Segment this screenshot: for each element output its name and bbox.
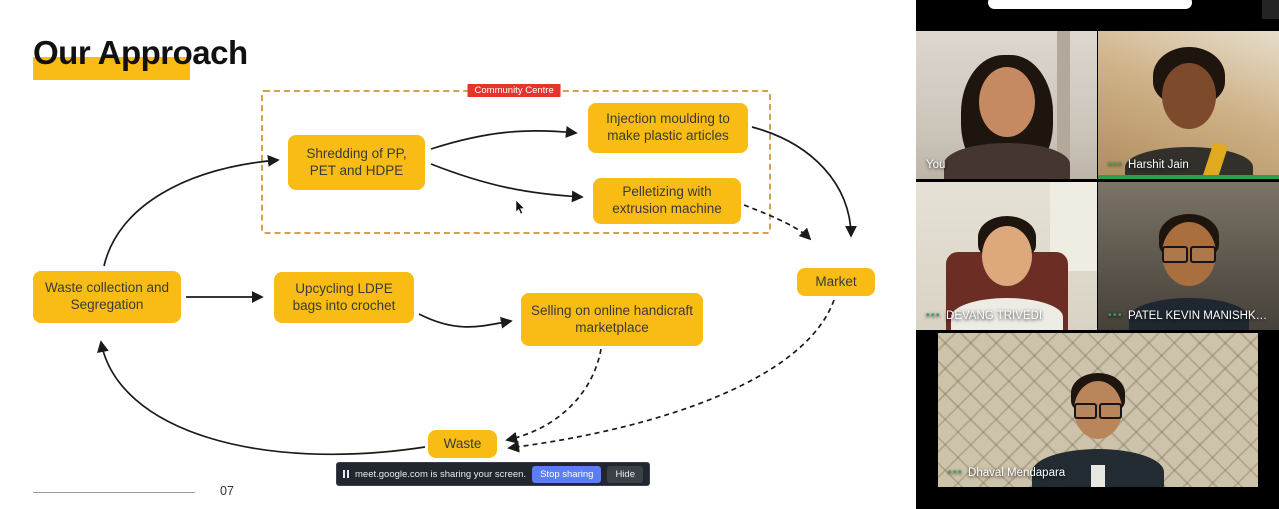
slide-title: Our Approach (33, 34, 248, 71)
participant-video (1098, 31, 1279, 179)
participant-name-tag: ••• Harshit Jain (1108, 159, 1189, 171)
footer-divider-line (33, 492, 195, 493)
community-centre-label: Community Centre (467, 84, 561, 97)
node-injection-moulding: Injection moulding to make plastic artic… (588, 103, 748, 153)
participant-name-tag: ••• Dhaval Mendapara (948, 467, 1065, 479)
node-selling-marketplace: Selling on online handicraft marketplace (521, 293, 703, 346)
video-tile-harshit-jain[interactable]: ••• Harshit Jain (1098, 31, 1279, 179)
participant-name: Harshit Jain (1128, 159, 1189, 171)
glasses (1074, 403, 1122, 419)
video-tile-dhaval-mendapara[interactable]: ••• Dhaval Mendapara (938, 333, 1258, 487)
video-tile-devang-trivedi[interactable]: ••• DEVANG TRIVEDI (916, 182, 1097, 330)
video-tile-patel-kevin[interactable]: ••• PATEL KEVIN MANISHK… (1098, 182, 1279, 330)
node-waste: Waste (428, 430, 497, 458)
node-upcycling: Upcycling LDPE bags into crochet (274, 272, 414, 323)
participant-name: You (926, 159, 946, 171)
participant-name: DEVANG TRIVEDI (946, 310, 1043, 322)
participant-video (938, 333, 1258, 487)
panel-corner-widget (1262, 0, 1279, 19)
node-waste-collection: Waste collection and Segregation (33, 271, 181, 323)
participant-name: Dhaval Mendapara (968, 467, 1066, 479)
participant-name-tag: ••• DEVANG TRIVEDI (926, 310, 1042, 322)
stop-sharing-button[interactable]: Stop sharing (532, 465, 602, 483)
screen-sharing-bar: meet.google.com is sharing your screen. … (336, 462, 650, 486)
sharing-message: meet.google.com is sharing your screen. (355, 468, 527, 480)
pause-icon (343, 470, 345, 478)
participant-name-tag: You (926, 159, 945, 171)
audio-indicator-icon: ••• (948, 467, 964, 478)
participants-panel: You ••• Harshit Jain ••• (916, 0, 1279, 509)
node-shredding: Shredding of PP, PET and HDPE (288, 135, 425, 190)
audio-indicator-icon: ••• (1108, 159, 1124, 170)
page-number: 07 (220, 484, 234, 498)
hide-button[interactable]: Hide (607, 465, 643, 483)
node-pelletizing: Pelletizing with extrusion machine (593, 178, 741, 224)
participant-video (916, 31, 1097, 179)
presentation-slide: Our Approach Community Centre (0, 0, 916, 509)
participant-video (1098, 182, 1279, 330)
participant-video (916, 182, 1097, 330)
participant-name-tag: ••• PATEL KEVIN MANISHK… (1108, 310, 1267, 322)
browser-bar-fragment (988, 0, 1192, 9)
audio-indicator-icon: ••• (1108, 310, 1124, 321)
glasses (1161, 246, 1216, 263)
participant-name: PATEL KEVIN MANISHK… (1128, 310, 1268, 322)
title-highlight-bar (33, 57, 190, 80)
audio-indicator-icon: ••• (926, 310, 942, 321)
node-market: Market (797, 268, 875, 296)
video-tile-you[interactable]: You (916, 31, 1097, 179)
